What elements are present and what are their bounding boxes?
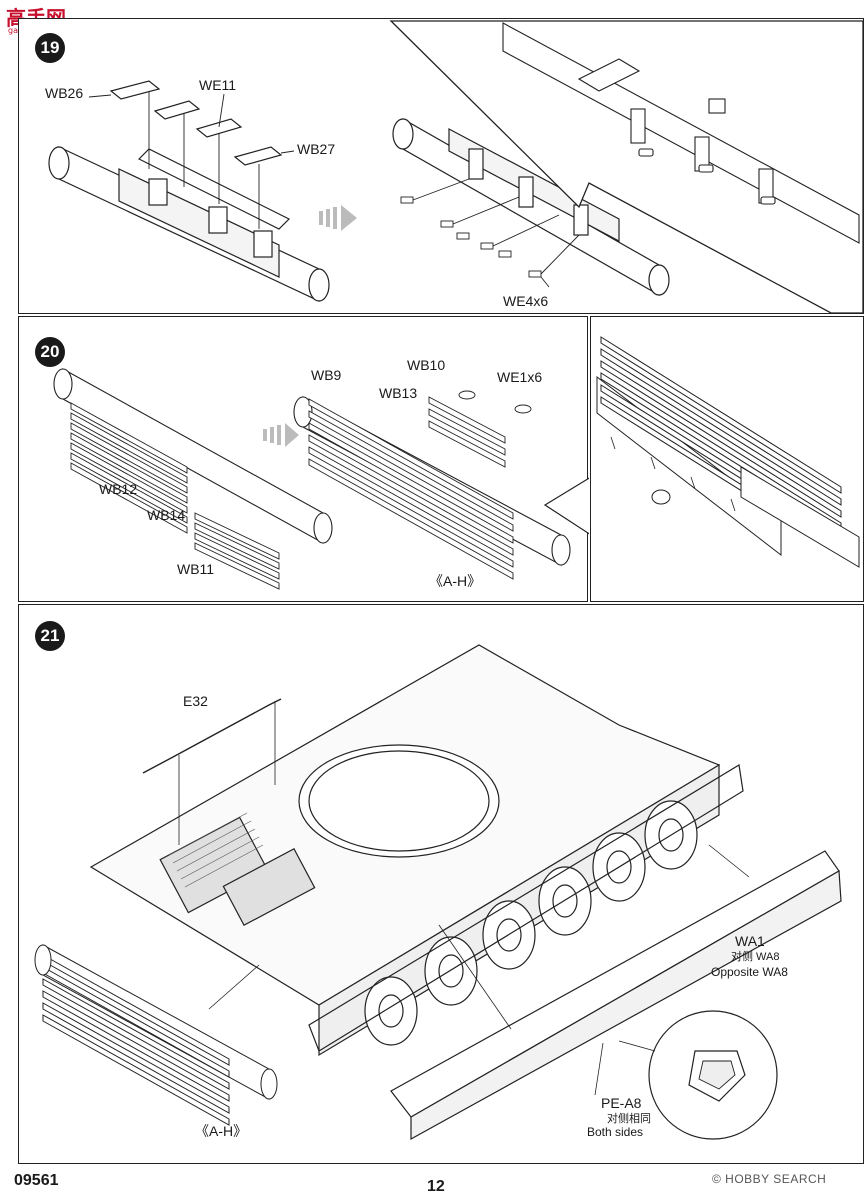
label-a-h-21: 《A-H》	[195, 1123, 248, 1139]
label-wa1-en: Opposite WA8	[711, 965, 788, 979]
label-wb26: WB26	[45, 85, 84, 101]
label-wa1: WA1	[735, 933, 765, 949]
label-we11: WE11	[199, 77, 237, 93]
label-wb9: WB9	[311, 367, 342, 383]
model-code: 09561	[14, 1172, 59, 1189]
label-e32: E32	[183, 693, 208, 709]
step-20-panel: 20 WB9 WB10 WE1x6 WB13 WB12 WB14 WB11 《A…	[18, 316, 589, 602]
step-21-panel: 21 E32 WA1 对侧 WA8 Opposite WA8 PE-A8 对侧相…	[18, 604, 864, 1164]
brand-watermark: © HOBBY SEARCH	[712, 1172, 827, 1186]
step-20-illustration	[53, 368, 589, 590]
label-we4x6: WE4x6	[503, 293, 549, 309]
step-19-illustration	[48, 20, 864, 314]
label-wb14: WB14	[147, 507, 186, 523]
label-wa1-cn: 对侧 WA8	[731, 951, 780, 963]
step-19-badge: 19	[35, 33, 65, 63]
label-pe-a8-cn: 对侧相同	[607, 1113, 651, 1125]
step-20-detail-panel	[590, 316, 864, 602]
label-wb13: WB13	[379, 385, 418, 401]
step-21-illustration	[34, 644, 842, 1141]
label-wb27: WB27	[297, 141, 336, 157]
label-wb11: WB11	[177, 561, 215, 577]
label-wb12: WB12	[99, 481, 138, 497]
step-19-panel: 19 WB26 WE11 WB27 WE4x6	[18, 18, 864, 314]
step-20-badge: 20	[35, 337, 65, 367]
step-21-badge: 21	[35, 621, 65, 651]
label-a-h-20: 《A-H》	[429, 573, 482, 589]
label-pe-a8: PE-A8	[601, 1095, 642, 1111]
step-20-detail-illustration	[596, 336, 860, 568]
page-number: 12	[427, 1178, 445, 1195]
label-wb10: WB10	[407, 357, 446, 373]
label-we1x6: WE1x6	[497, 369, 543, 385]
label-pe-a8-en: Both sides	[587, 1125, 644, 1139]
